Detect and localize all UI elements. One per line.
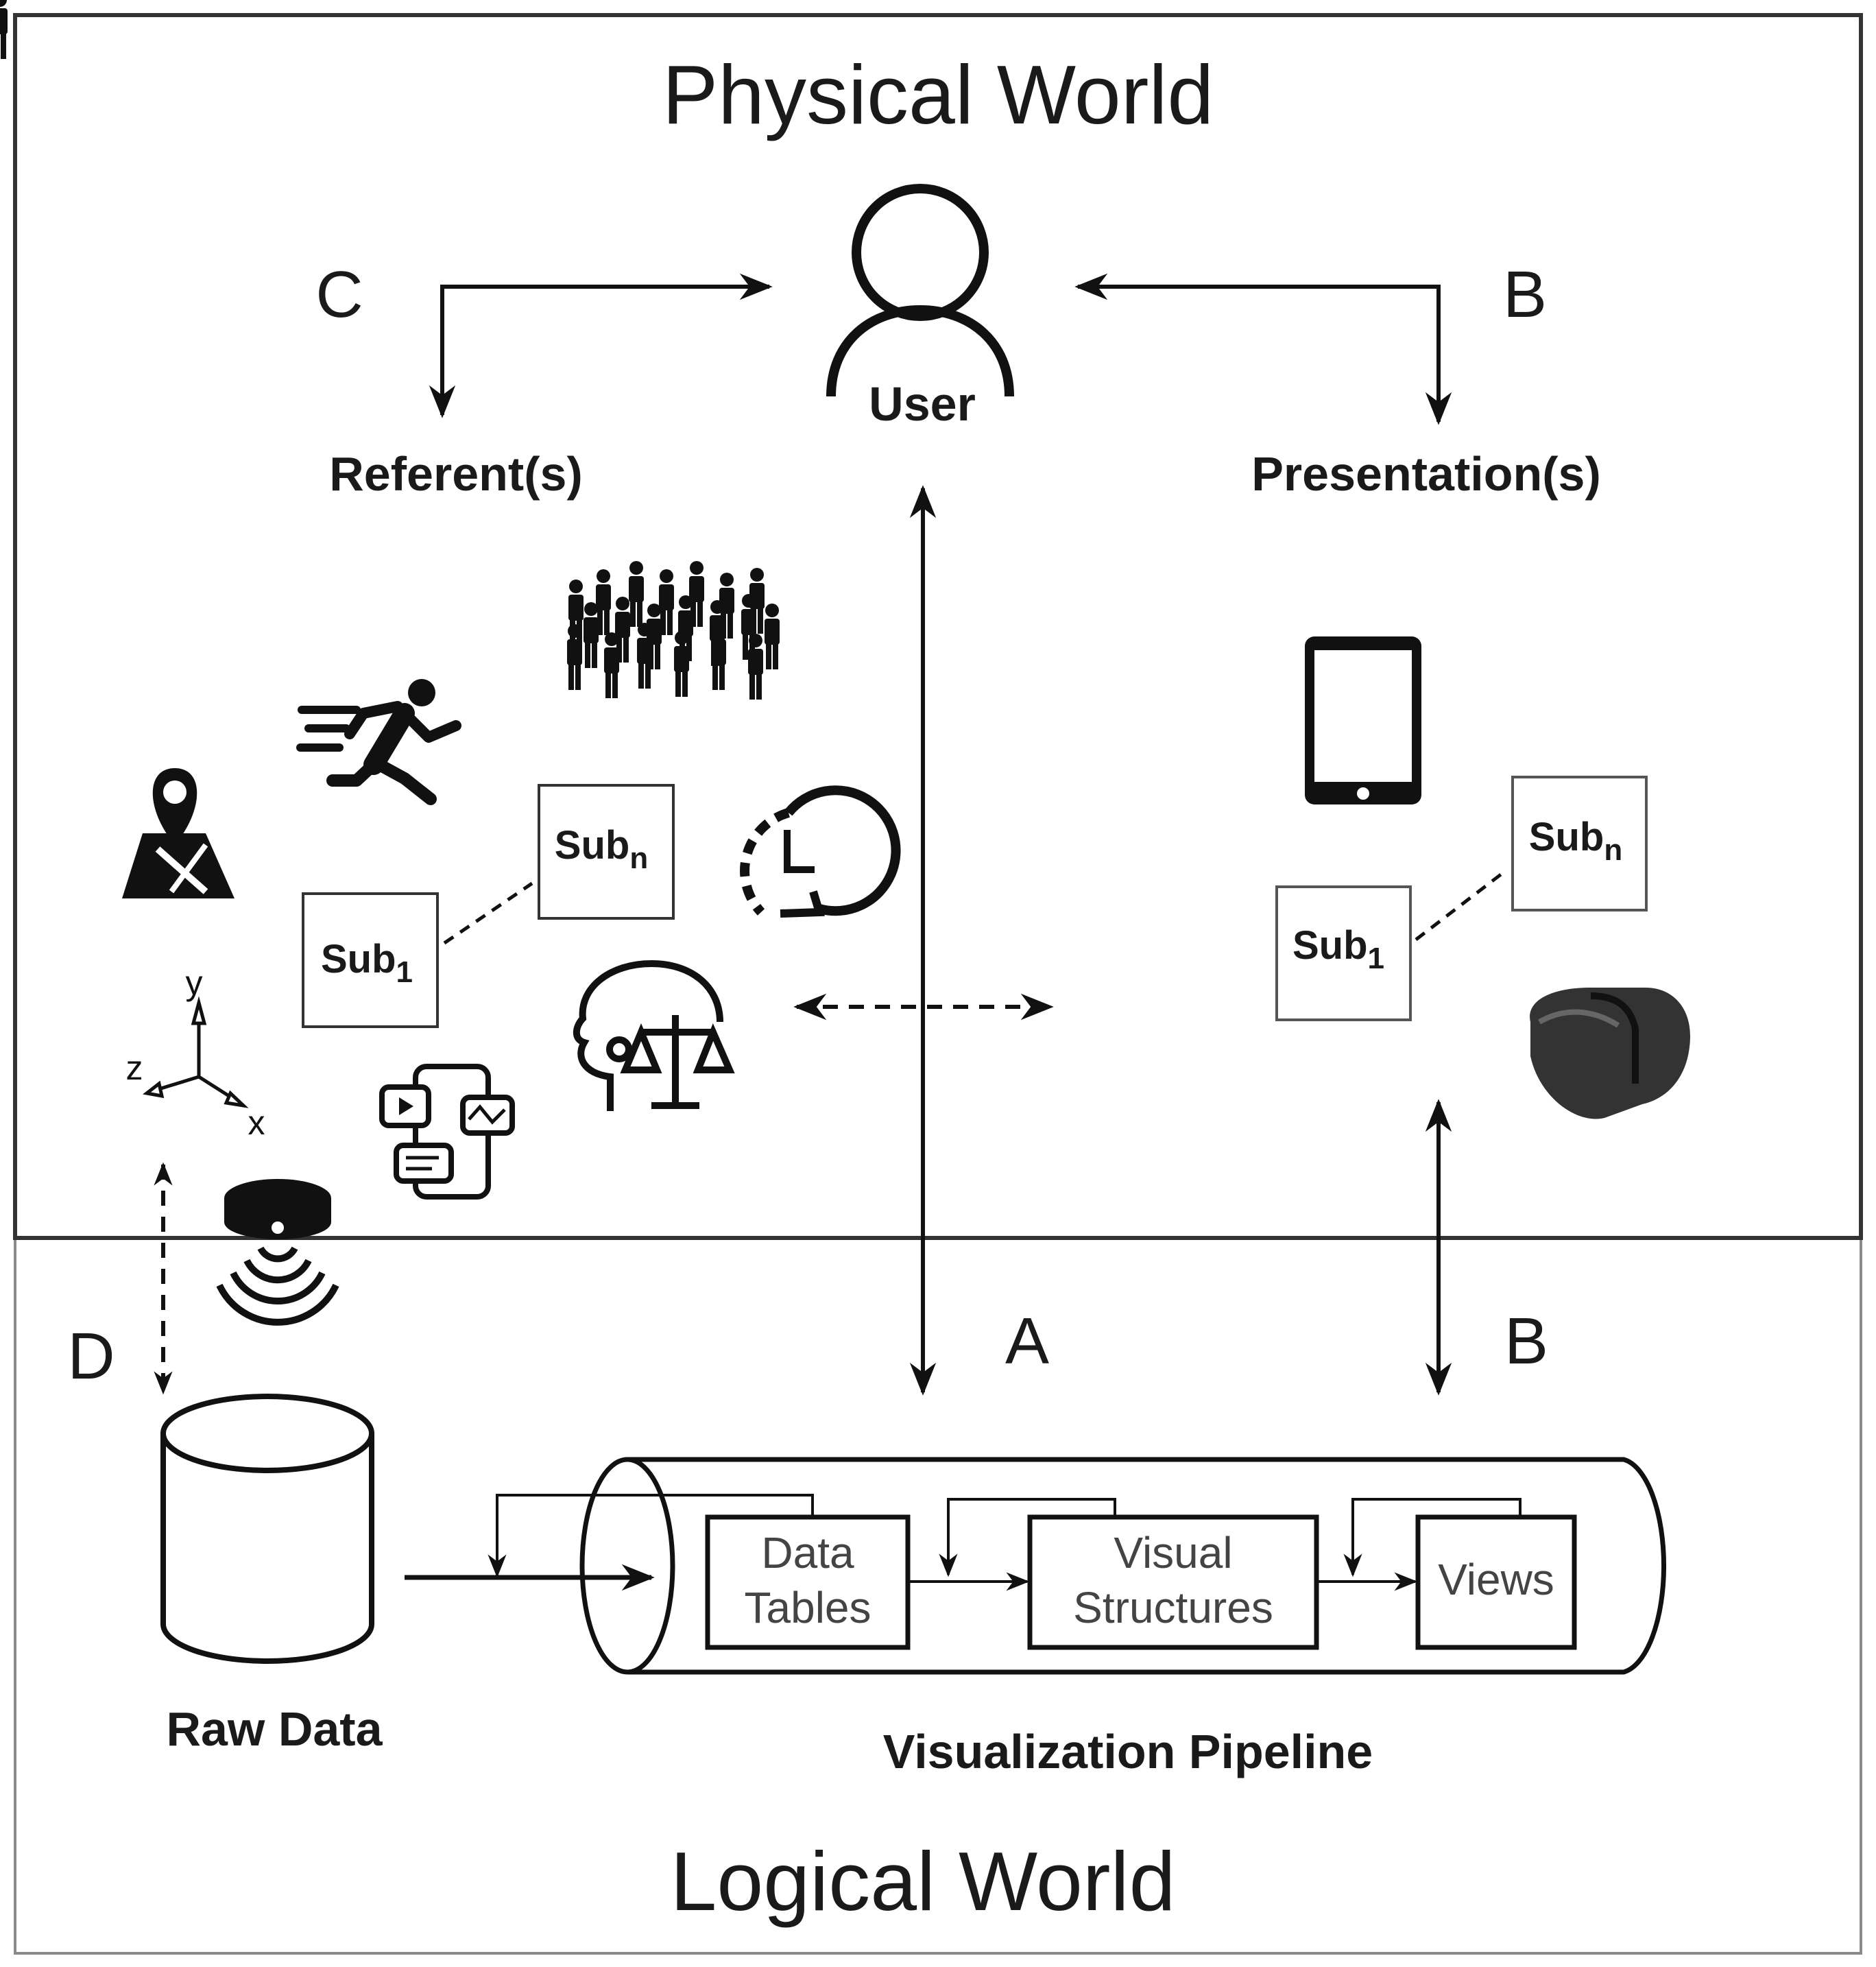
sub1-left-label: Sub1 <box>321 937 413 989</box>
ethics-head-icon <box>573 959 735 1111</box>
raw-data-label: Raw Data <box>166 1702 383 1756</box>
sub-right-group: Sub1 Subn <box>1275 776 1648 1021</box>
sub-right-connector <box>1415 868 1508 941</box>
axis-y-label: y <box>186 964 203 1002</box>
marker-b-bottom: B <box>1504 1304 1548 1378</box>
subn-left-label: Subn <box>555 823 648 875</box>
subn-box-left <box>538 784 675 920</box>
arrow-c <box>429 273 773 418</box>
sub1-right-label: Sub1 <box>1292 923 1384 975</box>
sub1-box-left <box>302 892 439 1028</box>
visual-structures-line1: Visual <box>1114 1528 1232 1577</box>
referents-label: Referent(s) <box>329 447 583 501</box>
subn-box-right <box>1511 776 1648 911</box>
subn-right-label: Subn <box>1529 815 1622 867</box>
physical-world-frame <box>13 13 1863 1240</box>
pipeline-cylinder <box>579 1457 1667 1675</box>
presentations-label: Presentation(s) <box>1251 447 1601 501</box>
visual-structures-line2: Structures <box>1073 1583 1273 1632</box>
feedback-loop-1 <box>488 1494 814 1578</box>
arrow-b-top <box>1074 273 1452 425</box>
feedback-loop-2 <box>939 1498 1116 1577</box>
crowd-icon <box>0 0 780 700</box>
views-box <box>1415 1514 1577 1650</box>
mobile-apps-icon <box>379 1064 515 1200</box>
sub-left-connector <box>443 881 533 945</box>
sub-left-group: Sub1 Subn <box>302 784 675 1028</box>
sub1-box-right <box>1275 885 1412 1021</box>
views-label: Views <box>1438 1555 1554 1604</box>
feedback-loop-3 <box>1343 1498 1522 1577</box>
axis-z-label: z <box>126 1049 143 1087</box>
pipeline-label: Visualization Pipeline <box>883 1725 1373 1778</box>
sensor-icon <box>216 1179 339 1326</box>
marker-c: C <box>315 258 363 331</box>
data-tables-line1: Data <box>761 1528 854 1577</box>
axis-x-label: x <box>248 1104 265 1142</box>
axes-icon <box>143 996 249 1108</box>
user-label: User <box>869 377 976 431</box>
database-icon <box>160 1394 374 1664</box>
vr-headset-icon <box>1530 988 1690 1119</box>
marker-a: A <box>1005 1304 1049 1378</box>
marker-d: D <box>67 1320 115 1393</box>
marker-b-top: B <box>1503 258 1547 331</box>
user-icon <box>826 184 1014 397</box>
data-tables-box <box>705 1514 911 1650</box>
physical-world-title: Physical World <box>662 48 1214 141</box>
runner-icon <box>296 679 461 805</box>
map-pin-icon <box>122 768 234 898</box>
clock-icon <box>740 785 901 918</box>
logical-world-title: Logical World <box>671 1835 1176 1928</box>
tablet-icon <box>1305 636 1421 804</box>
data-tables-line2: Tables <box>745 1583 871 1632</box>
